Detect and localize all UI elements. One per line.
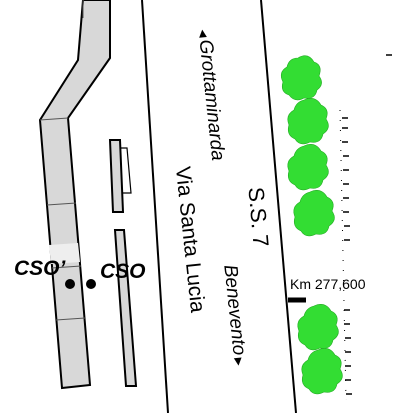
building-divider: [39, 117, 69, 121]
building-divider: [46, 202, 77, 206]
tree-icon: [280, 55, 322, 101]
small-building-outline: [120, 147, 132, 194]
km-label: Km 277,600: [290, 276, 366, 292]
building-divider: [55, 317, 86, 321]
median-strip: [113, 229, 138, 387]
building-divider: [51, 265, 82, 269]
edge-ticks: [342, 54, 392, 395]
building-main: [38, 0, 111, 390]
road-edge-ss7-east: [339, 109, 347, 401]
road-edge-via: [141, 0, 169, 413]
ss7-label: S.S. 7: [243, 186, 274, 248]
cso-prime-point: [65, 279, 75, 289]
tree-icon: [297, 304, 339, 351]
tree-icon: [293, 190, 335, 237]
cso-point: [86, 279, 96, 289]
tree-icon: [301, 348, 343, 395]
tree-icon: [287, 98, 329, 145]
cso-prime-label: CSO’: [14, 257, 66, 280]
building-highlight: [49, 243, 80, 264]
small-building: [108, 139, 125, 213]
arrow-icon: ►: [230, 354, 248, 369]
tree-icon: [287, 144, 329, 191]
cso-label: CSO: [100, 260, 146, 283]
road-edge-ss7-west: [260, 0, 297, 413]
trees: [280, 55, 343, 395]
